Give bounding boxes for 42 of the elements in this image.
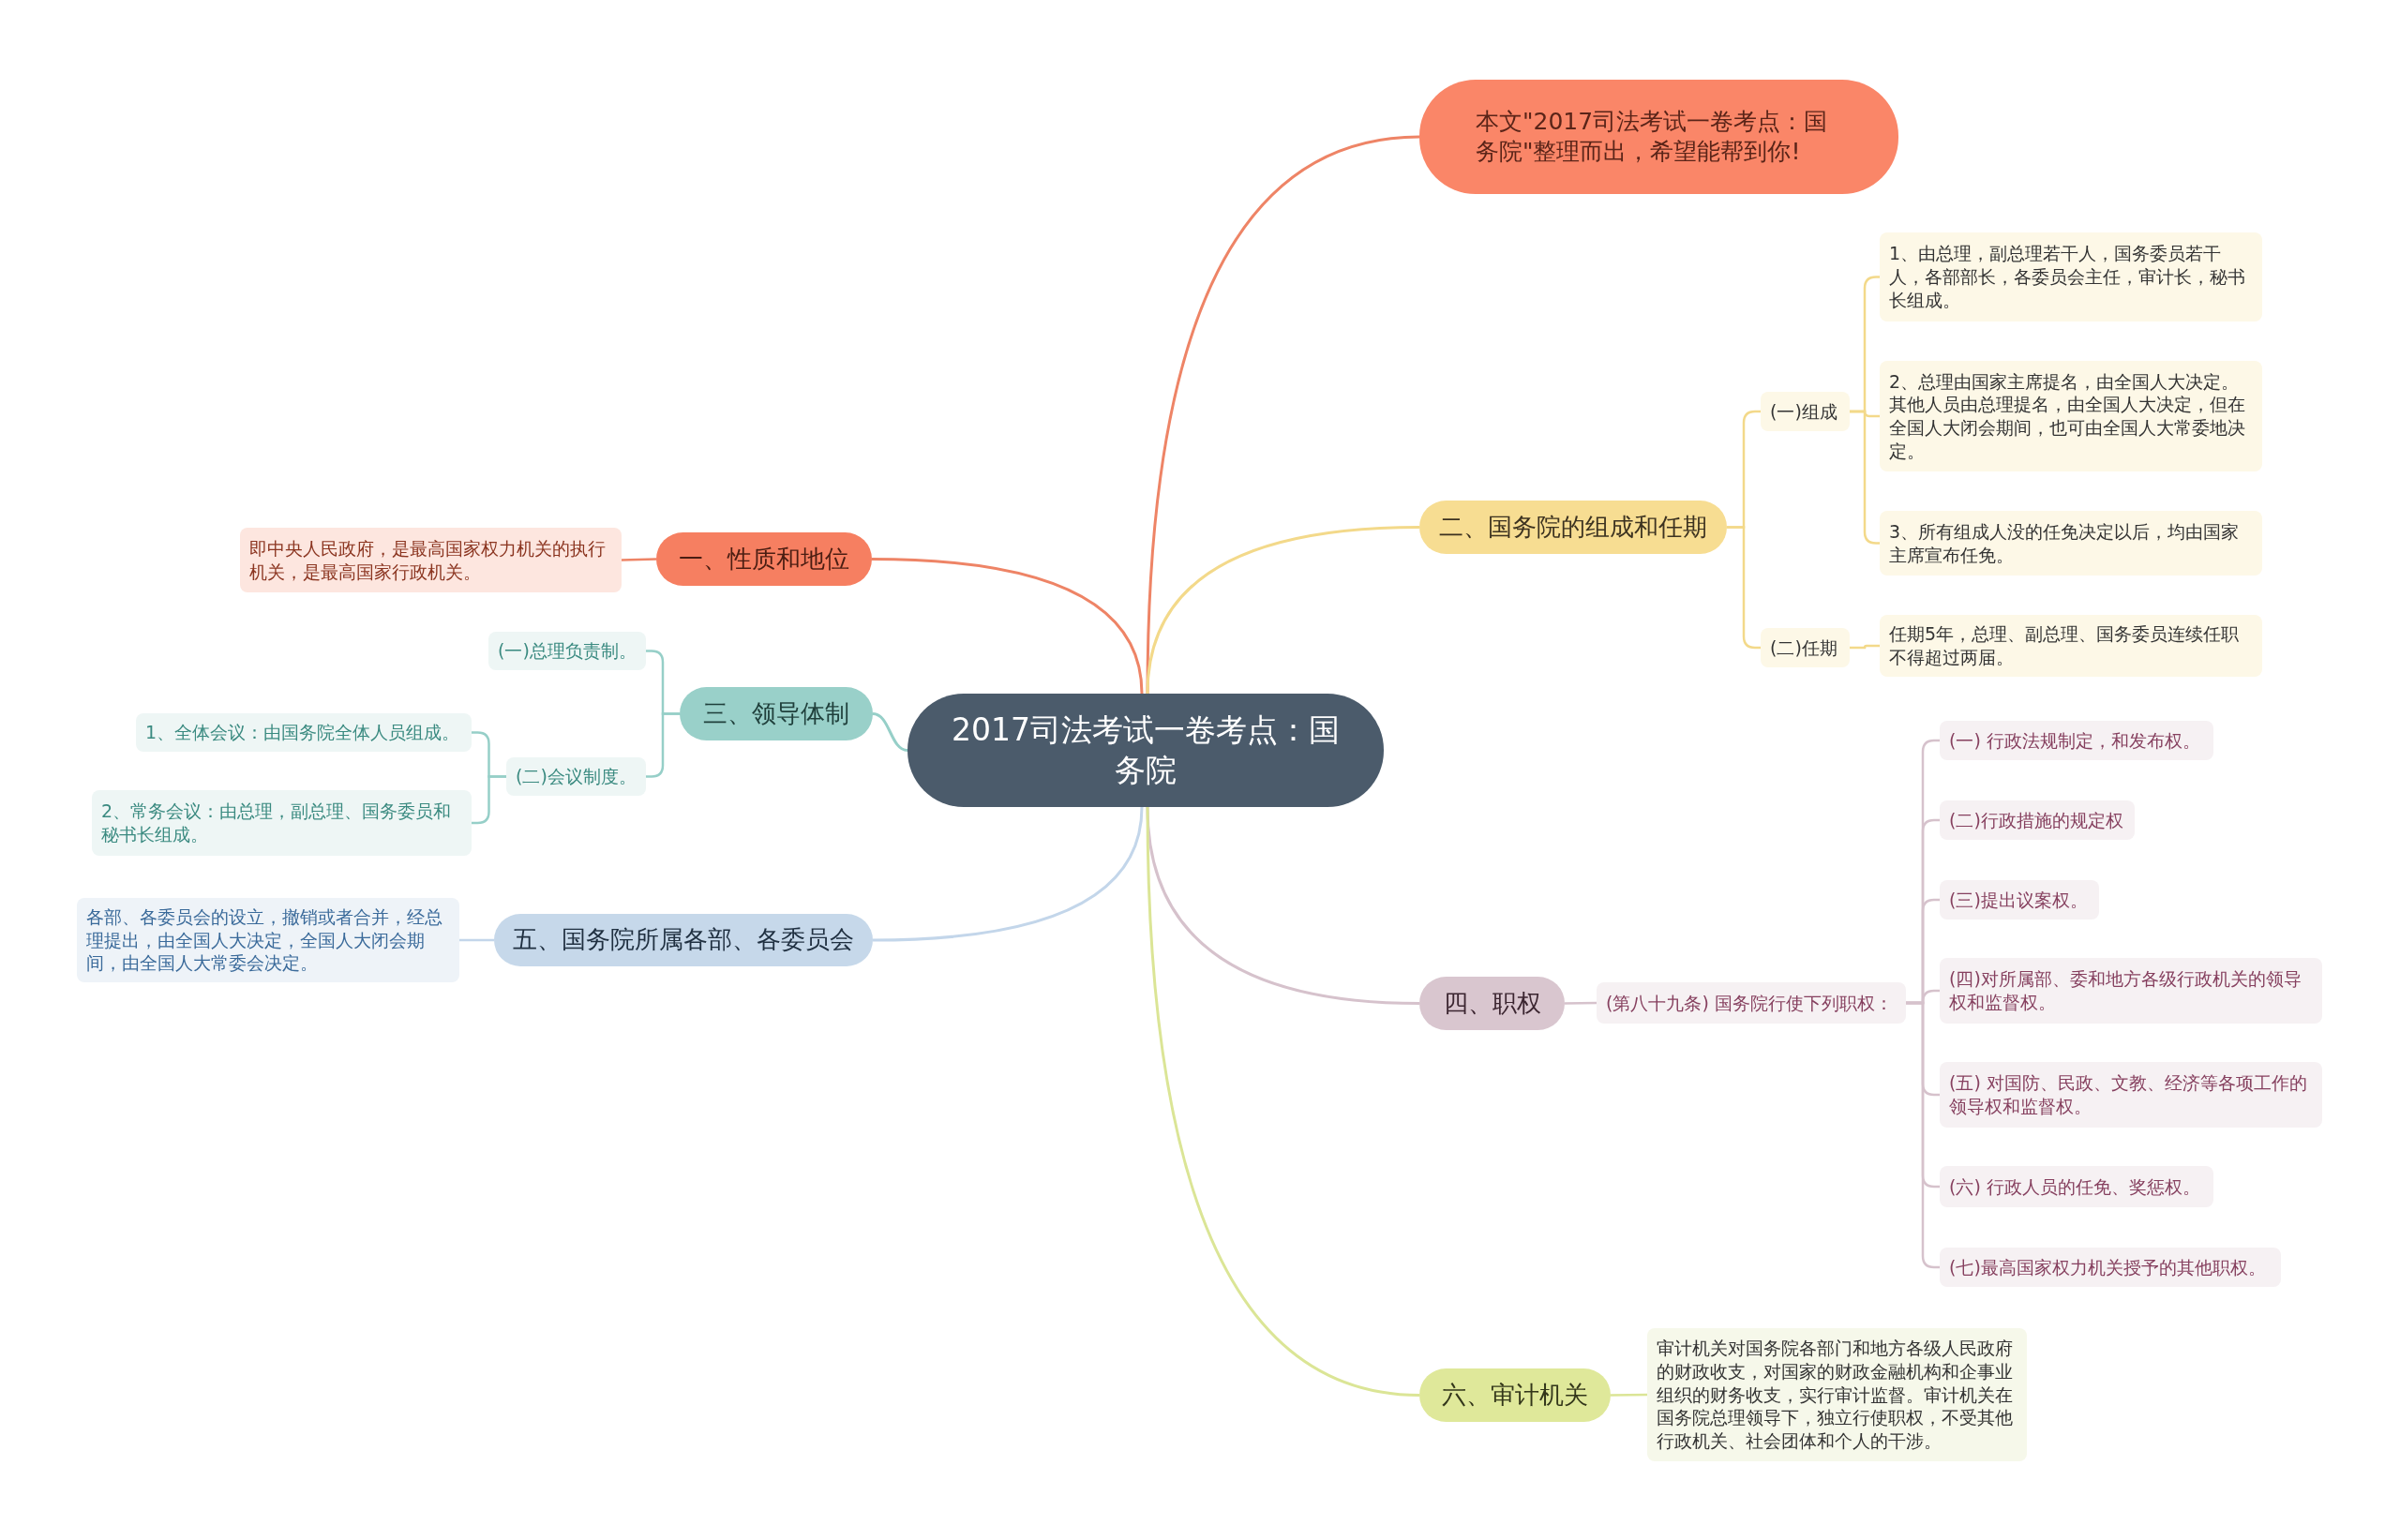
subtopic-box: (第八十九条) 国务院行使下列职权： — [1597, 982, 1906, 1024]
branch-topic: 六、审计机关 — [1419, 1368, 1611, 1422]
subtopic-box: 审计机关对国务院各部门和地方各级人民政府的财政收支，对国家的财政金融机构和企事业组织的财务收支，实行审计监督。审计机关在国务院总理领导下，独立行使职权，不受其他行政机关、社会团体和个人的干涉。 — [1647, 1328, 2027, 1461]
subtopic-box: (二)任期 — [1761, 628, 1850, 667]
subtopic-box: 1、由总理，副总理若干人，国务委员若干人，各部部长，各委员会主任，审计长，秘书长组成。 — [1880, 232, 2262, 321]
connector-line — [872, 712, 908, 752]
connector-line — [621, 558, 657, 561]
connector-line — [871, 558, 1144, 695]
subtopic-box: 任期5年，总理、副总理、国务委员连续任职不得超过两届。 — [1880, 615, 2262, 677]
subtopic-box: (六) 行政人员的任免、奖惩权。 — [1940, 1166, 2213, 1207]
connector-line — [472, 775, 506, 825]
branch-topic: 四、职权 — [1419, 977, 1565, 1030]
connector-line — [1611, 1393, 1647, 1397]
subtopic-box: (三)提出议案权。 — [1940, 880, 2099, 920]
subtopic-box: 2、常务会议：由总理，副总理、国务委员和秘书长组成。 — [92, 790, 472, 856]
connector-line — [1146, 135, 1420, 695]
connector-line — [1146, 806, 1420, 1397]
subtopic-box: (五) 对国防、民政、文教、经济等各项工作的领导权和监督权。 — [1940, 1062, 2322, 1128]
subtopic-box: 3、所有组成人没的任免决定以后，均由国家主席宣布任免。 — [1880, 511, 2262, 576]
connector-line — [1850, 644, 1880, 650]
subtopic-box: (一)总理负责制。 — [488, 632, 646, 670]
connector-line — [872, 806, 1144, 942]
topic-box: 本文"2017司法考试一卷考点：国务院"整理而出，希望能帮到你! — [1419, 80, 1898, 194]
subtopic-box: 1、全体会议：由国务院全体人员组成。 — [136, 713, 472, 752]
connector-line — [1906, 1001, 1940, 1269]
connector-line — [459, 938, 494, 942]
connector-line — [1565, 1001, 1597, 1005]
connector-line — [1146, 526, 1420, 695]
branch-topic: 二、国务院的组成和任期 — [1419, 501, 1727, 554]
subtopic-box: (一) 行政法规制定，和发布权。 — [1940, 721, 2213, 760]
subtopic-box: (二)会议制度。 — [506, 757, 646, 796]
central-topic: 2017司法考试一卷考点：国务院 — [908, 694, 1384, 807]
subtopic-box: (四)对所属部、委和地方各级行政机关的领导权和监督权。 — [1940, 958, 2322, 1024]
branch-topic: 五、国务院所属各部、各委员会 — [494, 914, 873, 966]
branch-topic: 一、性质和地位 — [656, 532, 872, 586]
subtopic-box: 各部、各委员会的设立，撤销或者合并，经总理提出，由全国人大决定，全国人大闭会期间，由全国人大常委会决定。 — [77, 898, 459, 982]
subtopic-box: (一)组成 — [1761, 392, 1850, 431]
subtopic-box: 2、总理由国家主席提名，由全国人大决定。其他人员由总理提名，由全国人大决定，但在全国人大闭会期间，也可由全国人大常委地决定。 — [1880, 361, 2262, 471]
subtopic-box: 即中央人民政府，是最高国家权力机关的执行机关，是最高国家行政机关。 — [240, 528, 622, 592]
subtopic-box: (二)行政措施的规定权 — [1940, 800, 2135, 840]
subtopic-box: (七)最高国家权力机关授予的其他职权。 — [1940, 1248, 2281, 1287]
branch-topic: 三、领导体制 — [680, 687, 873, 740]
